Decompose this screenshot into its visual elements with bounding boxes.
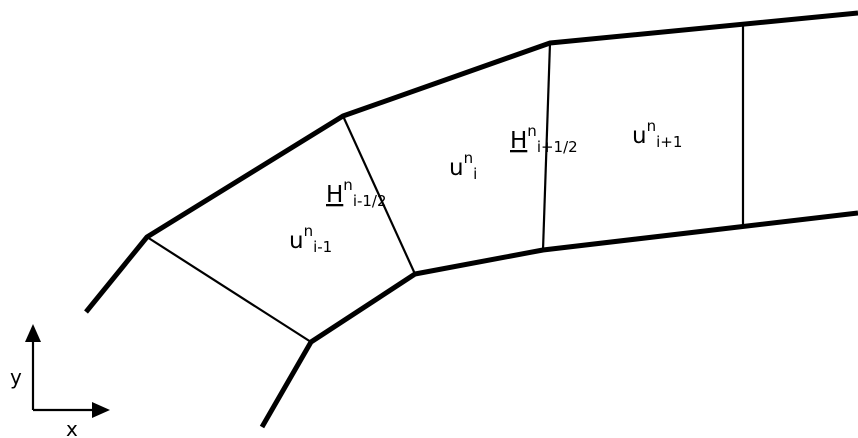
- cell-interfaces: [146, 24, 745, 343]
- interface-line-i-plus-half: [541, 42, 552, 251]
- interface-line-left-end: [146, 236, 312, 343]
- coordinate-axes: y x: [10, 324, 110, 438]
- x-axis-arrowhead: [92, 402, 110, 418]
- y-axis-arrowhead: [25, 324, 41, 342]
- label-h-i-minus-half: Hni-1/2: [326, 176, 387, 210]
- x-axis-label: x: [66, 417, 78, 438]
- lower-boundary: [259, 210, 858, 429]
- label-h-i-plus-half: Hni+1/2: [510, 122, 578, 156]
- y-axis-label: y: [10, 365, 22, 389]
- label-u-i-minus-1: uni-1: [289, 222, 332, 256]
- label-u-i-plus-1: uni+1: [632, 117, 682, 151]
- label-u-i: uni: [449, 149, 477, 183]
- interface-line-i-minus-half: [341, 115, 417, 275]
